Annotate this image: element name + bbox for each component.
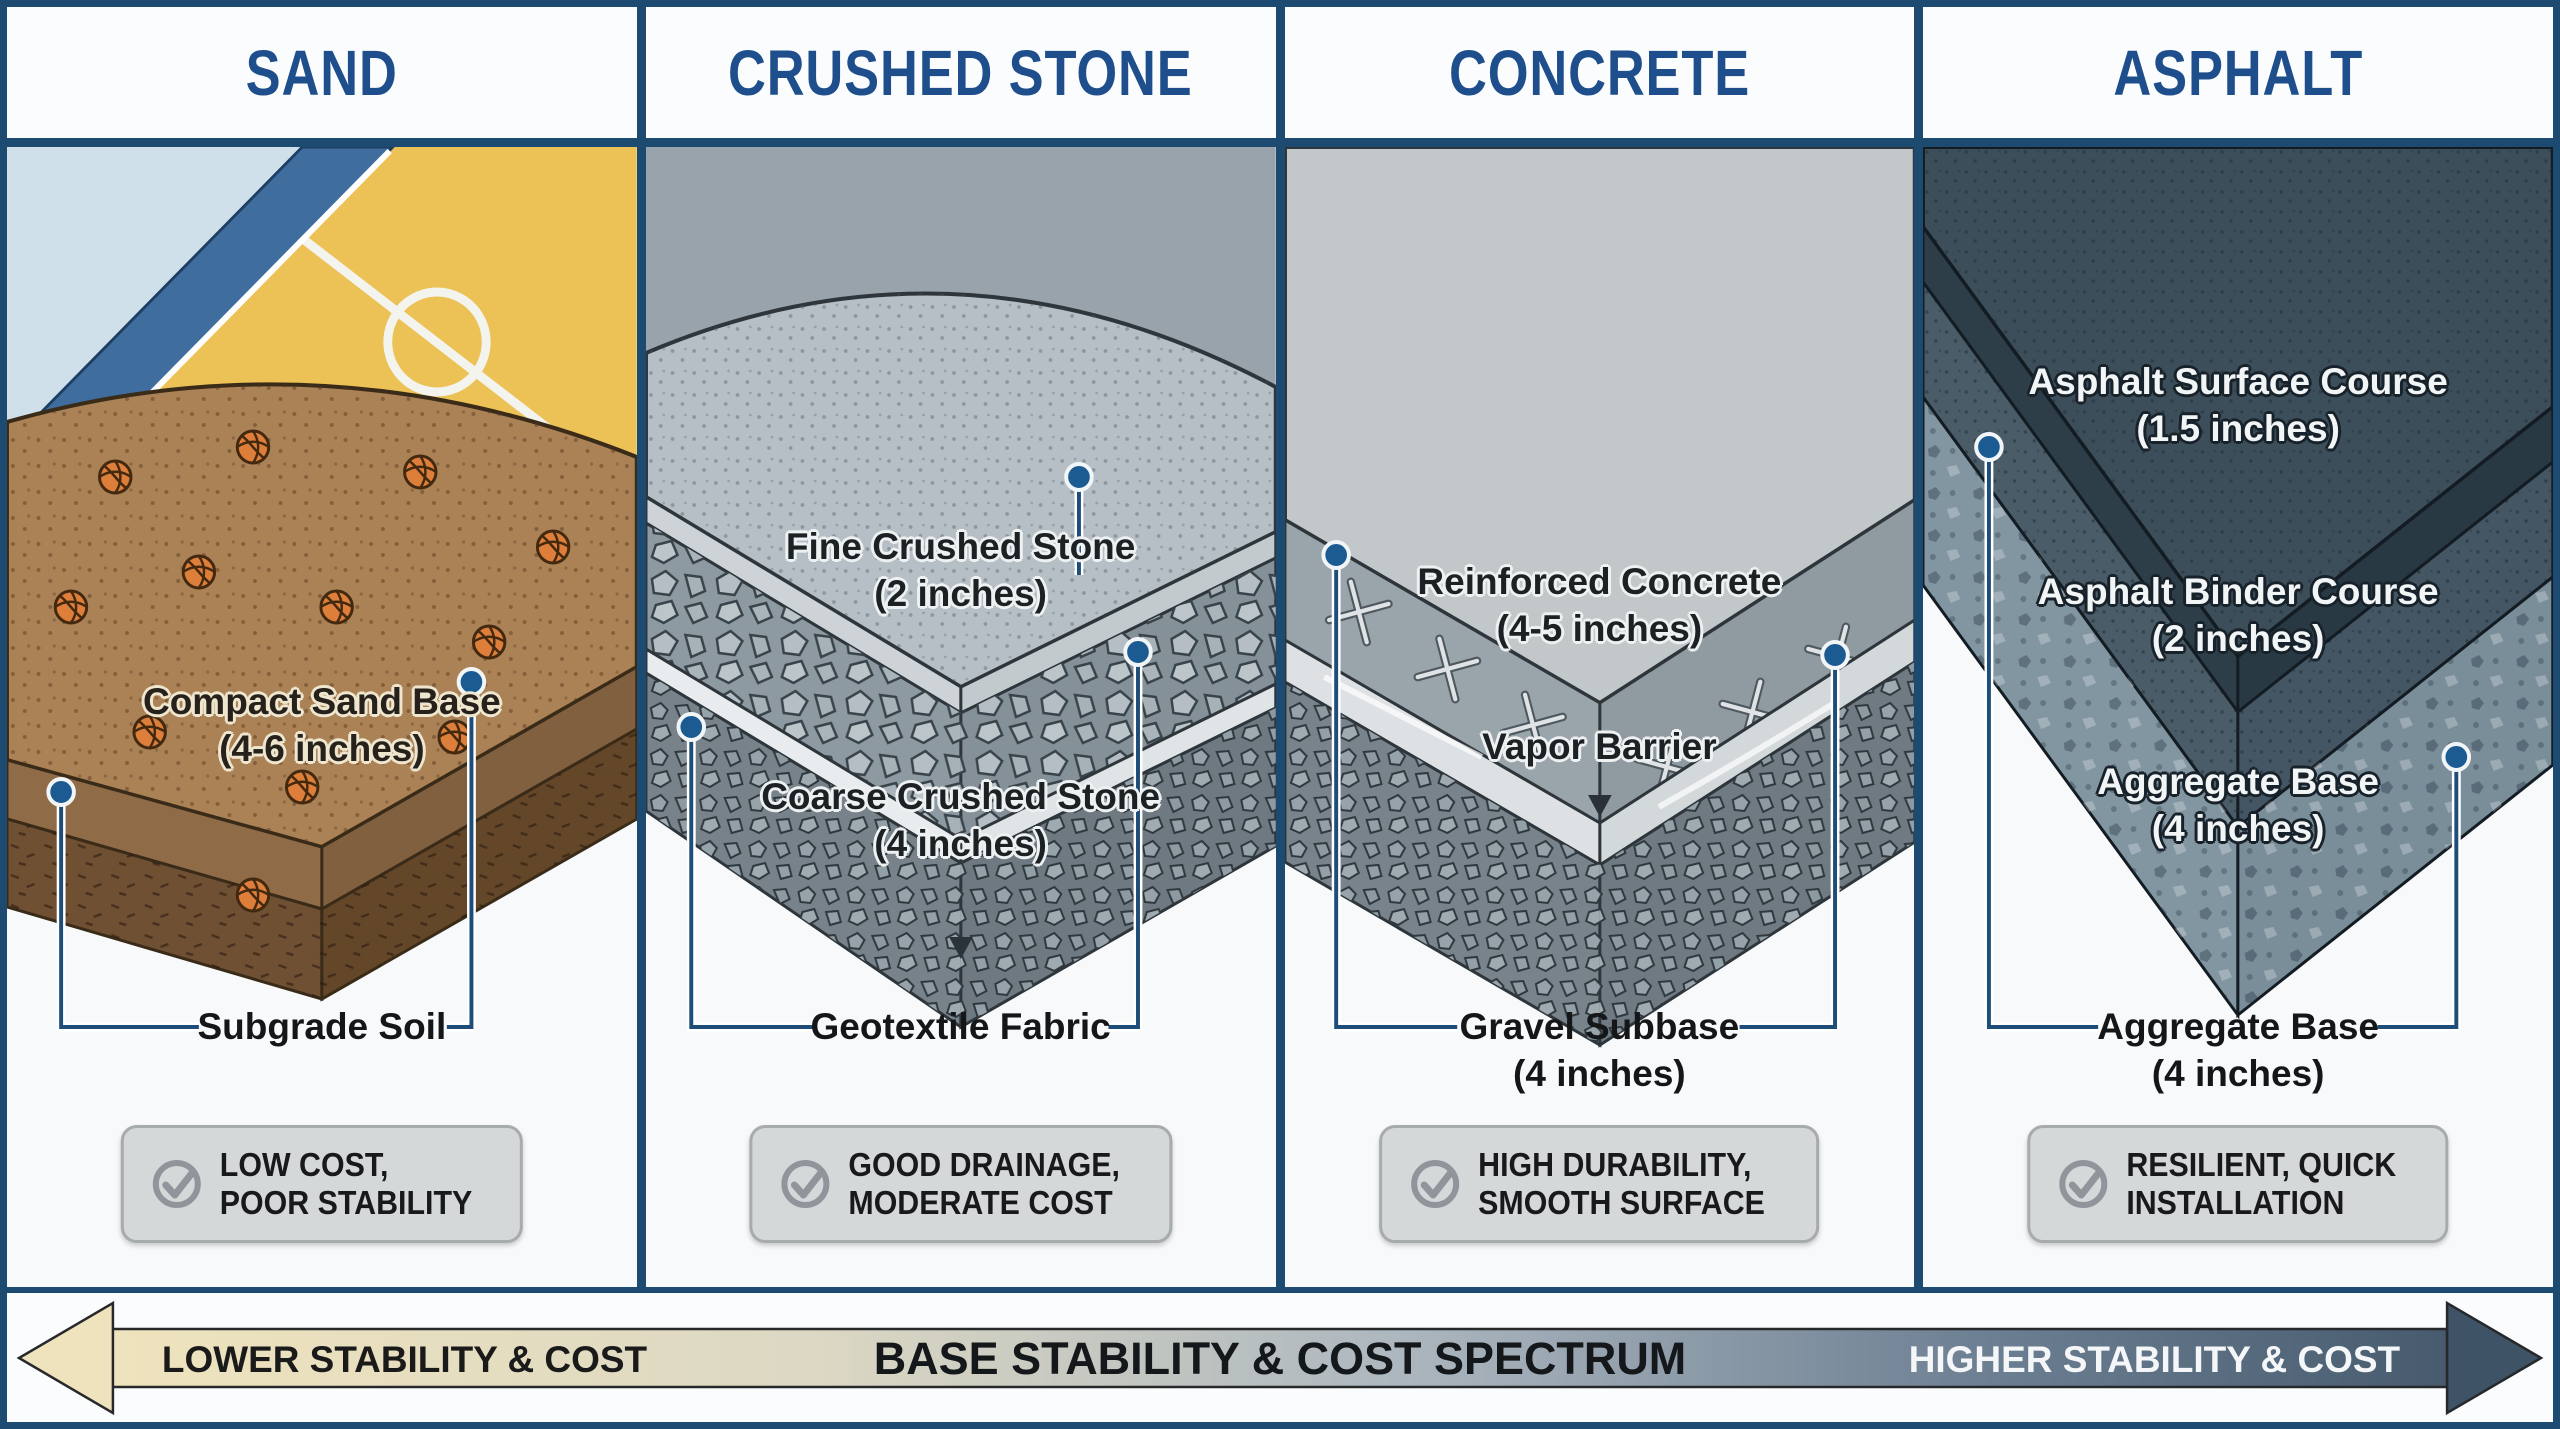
- panel-sand: Compact Sand Base (4-6 inches) Subgrade …: [7, 147, 646, 1287]
- callout-pins-sand: [46, 667, 487, 1032]
- asphalt-illustration: [1923, 147, 2553, 1032]
- arrowhead-right-icon: [2445, 1300, 2544, 1416]
- check-icon: [2059, 1160, 2108, 1208]
- callout-pins-concrete: [1320, 540, 1850, 1032]
- benefit-badge-asphalt: RESILIENT, QUICK INSTALLATION: [2027, 1125, 2449, 1243]
- label-aggregate-base-callout: Aggregate Base (4 inches): [2097, 1006, 2379, 1094]
- crushed-stone-illustration: [645, 147, 1276, 1032]
- label-aggregate-base-layer: Aggregate Base (4 inches): [2097, 761, 2379, 849]
- panels-row: Compact Sand Base (4-6 inches) Subgrade …: [7, 147, 2553, 1293]
- callout-pins-crushed-stone: [676, 462, 1153, 1032]
- label-vapor-barrier: Vapor Barrier: [1482, 726, 1717, 767]
- header-crushed-stone: CRUSHED STONE: [645, 7, 1285, 147]
- spectrum-arrow: LOWER STABILITY & COST BASE STABILITY & …: [16, 1300, 2544, 1416]
- header-concrete: CONCRETE: [1284, 7, 1924, 147]
- header-row: SAND CRUSHED STONE CONCRETE ASPHALT: [7, 7, 2553, 147]
- badge-text: RESILIENT, QUICK INSTALLATION: [2126, 1146, 2397, 1221]
- benefit-badge-concrete: HIGH DURABILITY, SMOOTH SURFACE: [1379, 1125, 1820, 1243]
- sand-illustration: [7, 147, 637, 1032]
- badge-text: HIGH DURABILITY, SMOOTH SURFACE: [1478, 1146, 1766, 1221]
- callout-pins-asphalt: [1974, 432, 2472, 1032]
- label-gravel-subbase: Gravel Subbase (4 inches): [1459, 1006, 1740, 1094]
- check-icon: [781, 1160, 830, 1208]
- spectrum-center-label: BASE STABILITY & COST SPECTRUM: [874, 1333, 1687, 1384]
- header-sand-label: SAND: [245, 36, 398, 109]
- panel-asphalt: Asphalt Surface Course (1.5 inches) Asph…: [1923, 147, 2553, 1287]
- header-concrete-label: CONCRETE: [1448, 36, 1750, 109]
- header-crushed-stone-label: CRUSHED STONE: [728, 36, 1193, 109]
- badge-text: GOOD DRAINAGE, MODERATE COST: [848, 1146, 1120, 1221]
- panel-concrete: Reinforced Concrete (4-5 inches) Vapor B…: [1284, 147, 1924, 1287]
- header-asphalt-label: ASPHALT: [2113, 36, 2363, 109]
- arrowhead-left-icon: [16, 1300, 115, 1416]
- label-fine-crushed-stone: Fine Crushed Stone (2 inches): [785, 526, 1136, 614]
- concrete-illustration: [1284, 147, 1915, 1048]
- panel-crushed-stone: Fine Crushed Stone (2 inches) Coarse Cru…: [645, 147, 1285, 1287]
- spectrum-bar: LOWER STABILITY & COST BASE STABILITY & …: [7, 1293, 2553, 1422]
- check-icon: [152, 1160, 201, 1208]
- label-coarse-crushed-stone: Coarse Crushed Stone (4 inches): [761, 776, 1161, 864]
- check-icon: [1411, 1160, 1460, 1208]
- badge-text: LOW COST, POOR STABILITY: [219, 1146, 473, 1221]
- label-subgrade-soil: Subgrade Soil: [197, 1006, 447, 1047]
- benefit-badge-sand: LOW COST, POOR STABILITY: [120, 1125, 524, 1243]
- label-reinforced-concrete: Reinforced Concrete (4-5 inches): [1417, 561, 1782, 649]
- label-asphalt-binder-course: Asphalt Binder Course (2 inches): [2037, 571, 2439, 659]
- label-compact-sand-base: Compact Sand Base (4-6 inches): [142, 681, 501, 769]
- spectrum-left-label: LOWER STABILITY & COST: [162, 1339, 648, 1380]
- header-asphalt: ASPHALT: [1923, 7, 2553, 147]
- label-geotextile-fabric: Geotextile Fabric: [810, 1006, 1111, 1047]
- benefit-badge-crushed-stone: GOOD DRAINAGE, MODERATE COST: [749, 1125, 1173, 1243]
- header-sand: SAND: [7, 7, 646, 147]
- label-asphalt-surface-course: Asphalt Surface Course (1.5 inches): [2028, 361, 2448, 449]
- spectrum-right-label: HIGHER STABILITY & COST: [1909, 1339, 2401, 1380]
